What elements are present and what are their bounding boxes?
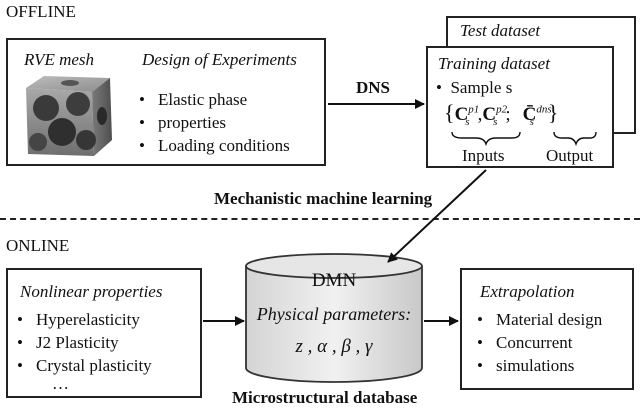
nonlinear-ellipsis: … — [52, 374, 69, 393]
doe-item-elastic-phase-cont: properties — [136, 111, 290, 134]
dns-label: DNS — [356, 78, 391, 97]
formula-underbraces — [451, 131, 597, 147]
sample-formula: {Cp1s,Cp2s;C̄dnss} — [444, 100, 558, 128]
doe-item-elastic-phase: Elastic phase — [136, 88, 290, 111]
output-label: Output — [546, 146, 594, 165]
dmn-title: DMN — [311, 270, 357, 291]
inputs-label: Inputs — [462, 146, 505, 165]
extrapolation-list: Material design Concurrent simulations — [474, 308, 602, 377]
doe-item-properties: properties — [158, 113, 226, 132]
sample-item: • Sample s — [436, 78, 512, 98]
training-dataset-title: Training dataset — [438, 54, 550, 73]
online-section-label: ONLINE — [6, 236, 70, 255]
dmn-params: z , α , β , γ — [295, 336, 373, 357]
extrapolation-title: Extrapolation — [480, 282, 575, 301]
formula-s3: s — [529, 115, 534, 128]
sample-label: Sample s — [450, 78, 513, 97]
formula-c2: C — [482, 104, 497, 125]
offline-section-label: OFFLINE — [6, 2, 76, 21]
mml-label: Mechanistic machine learning — [214, 189, 433, 208]
formula-close-brace: } — [547, 100, 559, 125]
extrapolation-item-simulations: simulations — [496, 356, 575, 375]
nonlinear-title: Nonlinear properties — [20, 282, 163, 301]
extrapolation-item-simulations-cont: simulations — [474, 354, 602, 377]
rve-mesh-cube-icon — [26, 76, 112, 156]
formula-comma: , — [477, 104, 483, 125]
dmn-database-cylinder — [245, 253, 423, 383]
training-dataset-box: Training dataset • Sample s {Cp1s,Cp2s;C… — [426, 46, 614, 168]
formula-p2: p2 — [496, 103, 508, 116]
doe-title: Design of Experiments — [142, 50, 297, 69]
formula-dns: dns — [536, 103, 552, 116]
microstructural-database-label: Microstructural database — [232, 388, 418, 407]
formula-semicolon: ; — [505, 104, 511, 125]
formula-open-brace: { — [444, 100, 455, 125]
formula-s1: s — [465, 115, 470, 128]
nonlinear-list: Hyperelasticity J2 Plasticity Crystal pl… — [14, 308, 152, 377]
doe-list: Elastic phase properties Loading conditi… — [136, 88, 290, 157]
mml-arrow — [387, 169, 487, 263]
formula-cbar: C̄ — [522, 104, 537, 125]
extrapolation-box: Extrapolation Material design Concurrent… — [460, 268, 634, 390]
test-dataset-label: Test dataset — [460, 21, 541, 40]
nonlinear-properties-box: Nonlinear properties Hyperelasticity J2 … — [6, 268, 202, 398]
formula-c1: C — [454, 104, 469, 125]
sample-bullet: • — [436, 78, 442, 97]
formula-p1: p1 — [468, 103, 480, 116]
extrapolation-item-concurrent: Concurrent — [474, 331, 602, 354]
offline-input-box: RVE mesh Design of Experiments Elastic p… — [6, 38, 326, 166]
nonlinear-item-j2: J2 Plasticity — [14, 331, 152, 354]
nonlinear-item-crystal: Crystal plasticity — [14, 354, 152, 377]
rve-mesh-label: RVE mesh — [24, 50, 95, 69]
nonlinear-item-hyperelasticity: Hyperelasticity — [14, 308, 152, 331]
doe-item-loading-conditions: Loading conditions — [136, 134, 290, 157]
dmn-subtitle: Physical parameters: — [256, 304, 412, 324]
formula-s2: s — [493, 115, 498, 128]
extrapolation-item-material-design: Material design — [474, 308, 602, 331]
offline-online-divider — [0, 218, 640, 220]
